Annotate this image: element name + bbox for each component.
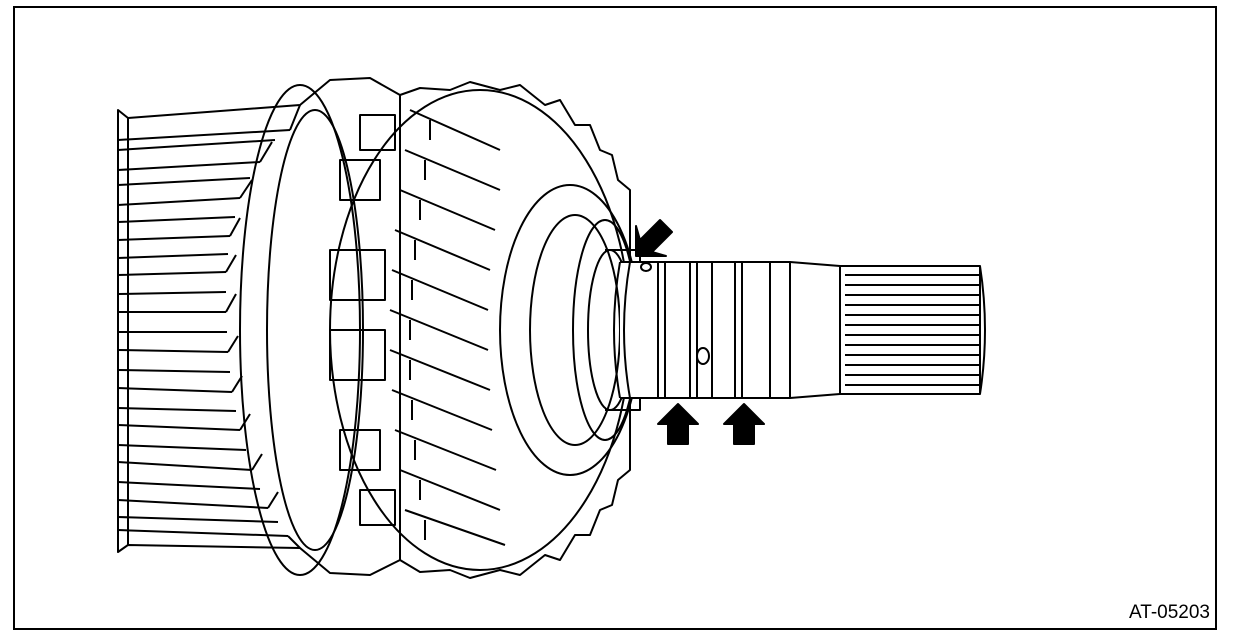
arrow-up-icon: [657, 403, 699, 445]
callout-arrows: [635, 219, 765, 445]
clutch-drum: [117, 77, 401, 576]
figure-reference-code: AT-05203: [1129, 602, 1210, 623]
input-shaft: [613, 261, 986, 399]
figure-frame: [13, 6, 1217, 630]
arrow-down-left-icon: [635, 219, 673, 257]
helical-gear: [329, 81, 641, 579]
arrow-up-icon: [723, 403, 765, 445]
